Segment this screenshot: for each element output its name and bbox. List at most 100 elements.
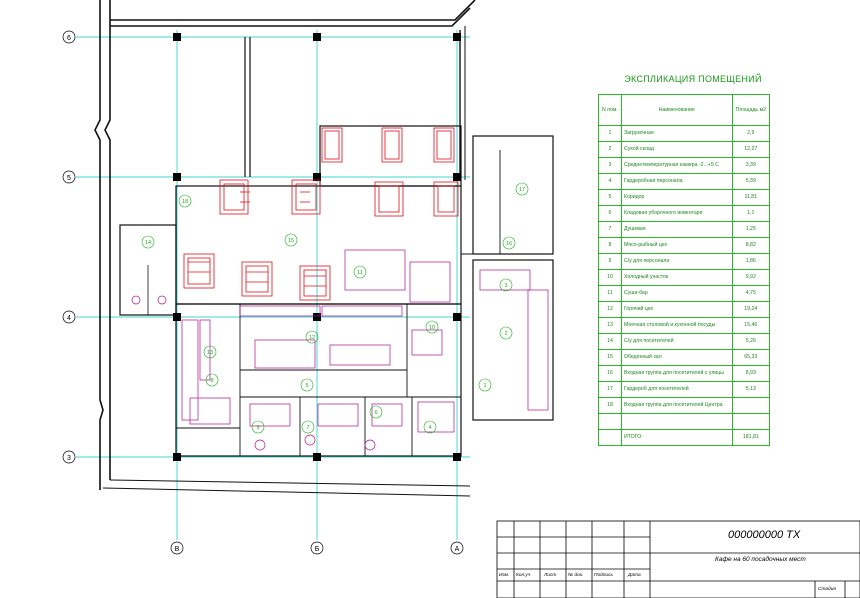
cell-name: Душевая: [620, 221, 733, 238]
room-schedule-title: ЭКСПЛИКАЦИЯ ПОМЕЩЕНИЙ: [624, 74, 762, 84]
cell-area: 1,86: [731, 253, 771, 270]
cell-area: 3,39: [731, 157, 771, 174]
room-number: 8: [210, 378, 213, 384]
sig-label: Изм.: [499, 573, 510, 578]
axis-bubbles: [62, 30, 464, 555]
room-number: 11: [357, 270, 363, 276]
cell-name: Входная группа для посетителей с улицы: [620, 365, 733, 382]
cell-name: Загрузочная: [620, 125, 733, 142]
cell-empty: [598, 413, 622, 430]
cell-no: 9: [598, 253, 622, 270]
cell-no: 6: [598, 205, 622, 222]
cell-no: 4: [598, 173, 622, 190]
building-walls: [94, 0, 554, 497]
room-number: 14: [145, 240, 151, 246]
cell-no: 13: [598, 317, 622, 334]
cell-name: Обеденный зал: [620, 349, 733, 366]
cell-no: 2: [598, 141, 622, 158]
room-number: 1: [483, 383, 486, 389]
document-code: 000000000 ТХ: [728, 529, 801, 541]
columns: [173, 33, 461, 461]
axis-grid: [76, 30, 470, 540]
cell-no: 10: [598, 269, 622, 286]
sig-label: Дата: [628, 573, 641, 578]
cell-no: 14: [598, 333, 622, 350]
room-number: 13: [207, 350, 213, 356]
cell-no: 11: [598, 285, 622, 302]
cell-no: 15: [598, 349, 622, 366]
cell-no: 3: [598, 157, 622, 174]
cell-no: 18: [598, 397, 622, 414]
total-row: ИТОГО:181,81: [598, 429, 771, 446]
cell-area: 2,9: [731, 125, 771, 142]
cell-area: 5,26: [731, 333, 771, 350]
room-number: 5: [305, 383, 308, 389]
cell-no: 7: [598, 221, 622, 238]
cell-name: Суши-бар: [620, 285, 733, 302]
room-number: 2: [504, 331, 507, 337]
table-header-row: N пом. Наименование Площадь м2: [598, 94, 771, 126]
cell-name: Коридор: [620, 189, 733, 206]
cell-name: Входная группа для посетителей Центра: [620, 397, 733, 414]
sig-label: Лист: [544, 573, 557, 578]
axis-label-v: В: [175, 546, 180, 553]
cell-name: Среднетемпературная камера -2...+5 С: [620, 157, 733, 174]
cell-area: 11,81: [731, 189, 771, 206]
cell-name: Гардеробная персонала: [620, 173, 733, 190]
room-number: 3: [504, 283, 507, 289]
room-number: 9: [256, 425, 259, 431]
cell-empty: [598, 429, 622, 446]
axis-label-a: А: [455, 546, 460, 553]
room-number: 7: [306, 425, 309, 431]
sig-label: № док.: [568, 573, 584, 578]
header-name: Наименование: [620, 94, 733, 126]
room-number: 15: [288, 238, 294, 244]
cell-name: Гардероб для посетителей: [620, 381, 733, 398]
room-markers: [141, 182, 529, 434]
dining-furniture: [183, 127, 459, 301]
cell-area: 15,46: [731, 317, 771, 334]
cell-area: 5,39: [731, 173, 771, 190]
axis-label-b: Б: [315, 546, 320, 553]
cell-no: 17: [598, 381, 622, 398]
room-number: 4: [428, 425, 431, 431]
cell-empty: [620, 413, 733, 430]
cell-name: С/у для персонала: [620, 253, 733, 270]
title-block-frame: [496, 520, 860, 598]
cell-area: 9,92: [731, 269, 771, 286]
stage-label: Стадия: [818, 587, 836, 592]
table-row-empty: [598, 413, 771, 430]
cell-no: 12: [598, 301, 622, 318]
room-number: 18: [182, 199, 188, 205]
cell-area: 19,24: [731, 301, 771, 318]
project-title: Кафе на 60 посадочных мест: [715, 556, 806, 563]
cell-name: С/у для посетителей: [620, 333, 733, 350]
cell-area: 1,25: [731, 221, 771, 238]
axis-label-6: 6: [67, 35, 71, 42]
cell-name: Кладовая уборочного инвентаря: [620, 205, 733, 222]
axis-label-5: 5: [67, 175, 71, 182]
cell-no: 8: [598, 237, 622, 254]
room-number: 6: [374, 410, 377, 416]
cell-name: Мясо-рыбный цех: [620, 237, 733, 254]
cell-no: 5: [598, 189, 622, 206]
sig-label: Кол.уч: [516, 573, 531, 578]
cell-no: 1: [598, 125, 622, 142]
